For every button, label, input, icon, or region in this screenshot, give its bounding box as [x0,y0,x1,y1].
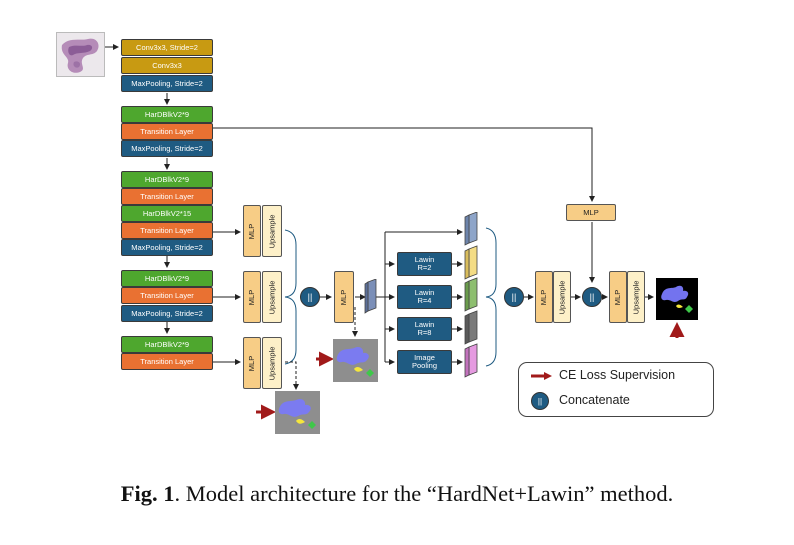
concat-node-3: || [582,287,602,307]
lawin-r2: Lawin R=2 [397,252,452,276]
enc-conv: Conv3x3 [121,57,213,74]
enc-hardblk-3: HarDBlkV2*15 [121,205,213,222]
upsample-label: Upsample [267,280,277,314]
enc-hardblk-5: HarDBlkV2*9 [121,336,213,353]
enc-transition-5: Transition Layer [121,353,213,370]
mlp-label: MLP [339,289,349,305]
concat-legend-icon: || [531,392,549,410]
lawin-r2-label: Lawin R=2 [414,255,435,272]
upsample-label: Upsample [557,280,567,314]
enc-conv-stride2: Conv3x3, Stride=2 [121,39,213,56]
upsample-block-2: Upsample [262,271,282,323]
lawin-r4-label: Lawin R=4 [414,288,435,305]
enc-hardblk-1: HarDBlkV2*9 [121,106,213,123]
prism-yellow [464,245,478,280]
upsample-block-6: Upsample [627,271,645,323]
mlp-label: MLP [247,355,257,371]
legend: CE Loss Supervision || Concatenate [518,362,714,417]
enc-maxpool-3: MaxPooling, Stride=2 [121,239,213,256]
input-tissue-image [56,32,105,77]
enc-transition-1: Transition Layer [121,123,213,140]
mlp-label: MLP [247,223,257,239]
feature-map [364,279,377,314]
upsample-block-3: Upsample [262,337,282,389]
mlp-block-2: MLP [243,271,261,323]
mlp-label: MLP [539,289,549,305]
mlp-block-skip: MLP [566,204,616,221]
mask-graphic [278,398,316,429]
lawin-r8: Lawin R=8 [397,317,452,341]
mlp-block-6: MLP [609,271,627,323]
upsample-label: Upsample [267,214,277,248]
concat-node-2: || [504,287,524,307]
enc-transition-3: Transition Layer [121,222,213,239]
enc-transition-4: Transition Layer [121,287,213,304]
prism-gray [464,310,478,345]
output-mask [656,278,698,320]
legend-ce-label: CE Loss Supervision [559,368,676,382]
figure-caption: Fig. 1. Model architecture for the “Hard… [0,481,794,507]
mlp-label: MLP [247,289,257,305]
aux-mask-2 [275,391,320,434]
prism-magenta [464,343,478,378]
upsample-block-5: Upsample [553,271,571,323]
mlp-block-4: MLP [334,271,354,323]
lawin-r4: Lawin R=4 [397,285,452,309]
mlp-block-3: MLP [243,337,261,389]
lawin-feature-stack [464,212,478,378]
upsample-label: Upsample [631,280,641,314]
caption-label: Fig. 1 [120,481,175,506]
enc-maxpool-1: MaxPooling, Stride=2 [121,75,213,92]
lawin-r8-label: Lawin R=8 [414,320,435,337]
mlp-block-1: MLP [243,205,261,257]
image-pooling-label: Image Pooling [411,353,438,370]
caption-text: . Model architecture for the “HardNet+La… [174,481,674,506]
concat-node-1: || [300,287,320,307]
enc-hardblk-4: HarDBlkV2*9 [121,270,213,287]
tissue-graphic [61,38,99,73]
enc-maxpool-4: MaxPooling, Stride=2 [121,305,213,322]
enc-maxpool-2: MaxPooling, Stride=2 [121,140,213,157]
red-arrow-icon [531,372,552,380]
upsample-label: Upsample [267,346,277,380]
legend-concat-label: Concatenate [559,393,630,407]
image-pooling: Image Pooling [397,350,452,374]
upsample-block-1: Upsample [262,205,282,257]
enc-transition-2: Transition Layer [121,188,213,205]
mlp-label: MLP [613,289,623,305]
aux-mask-1 [333,339,378,382]
mask-graphic [661,285,693,313]
mask-graphic [336,346,374,377]
enc-hardblk-2: HarDBlkV2*9 [121,171,213,188]
prism-green [464,277,478,312]
prism-blue [464,212,478,246]
mlp-block-5: MLP [535,271,553,323]
